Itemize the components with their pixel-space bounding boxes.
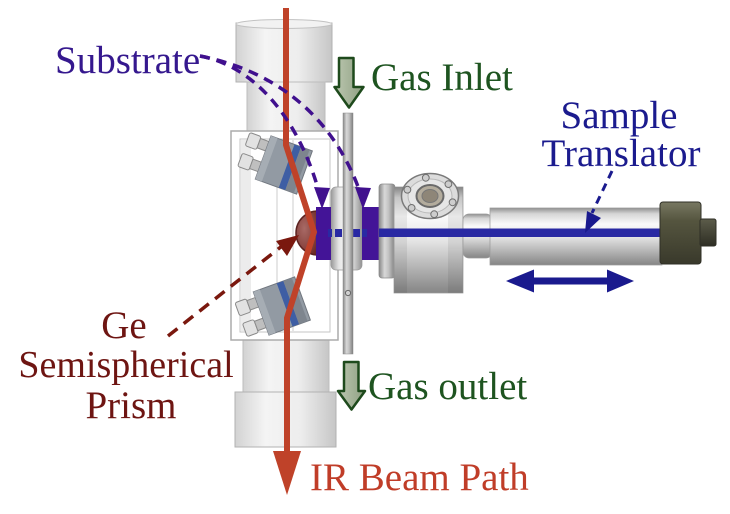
gas-outlet-label: Gas outlet xyxy=(368,365,527,408)
sample-rod-dash xyxy=(335,229,342,237)
sample-rod-dash xyxy=(353,229,360,237)
gas-outlet-arrow-icon xyxy=(336,360,367,411)
translator-knob xyxy=(699,218,717,247)
flange-bolt xyxy=(403,185,412,194)
flange-bolt xyxy=(430,210,439,219)
prism-label-line2: Semispherical xyxy=(18,344,233,386)
substrate-holder-right xyxy=(362,207,379,260)
flange-block-band xyxy=(448,187,463,293)
ir-beam-line xyxy=(283,8,318,453)
sample-rod xyxy=(311,228,669,237)
prism-leader-line xyxy=(166,244,284,338)
translator-leader-line xyxy=(590,170,614,214)
substrate-holder-left xyxy=(316,207,331,260)
sample-translator-label-line1: Sample xyxy=(561,94,678,137)
ir-beam-arrowhead-icon xyxy=(273,451,301,495)
substrate-leader-lines xyxy=(199,54,362,193)
gas-tube xyxy=(342,112,354,355)
ir-beam-path-label: IR Beam Path xyxy=(310,456,529,499)
sample-rod-shaft xyxy=(379,228,669,237)
translation-double-arrow-icon xyxy=(506,269,634,293)
screw-body-band xyxy=(253,289,276,336)
screw-body-band xyxy=(255,135,278,182)
sample-rod-dash xyxy=(328,229,332,237)
gas-inlet-arrow-icon xyxy=(333,56,365,109)
adjustment-screw-bottom xyxy=(234,276,311,337)
substrate-leader-curve xyxy=(199,54,362,193)
prism-arrowhead-icon xyxy=(276,235,299,256)
flange-window-center xyxy=(421,189,439,203)
sample-translator-assembly xyxy=(311,172,717,294)
screw-blue-band xyxy=(276,280,300,327)
prism-label-line3: Prism xyxy=(85,384,176,427)
flange-bolt xyxy=(448,198,457,207)
gas-tube-hole xyxy=(344,289,352,297)
flange-bolt xyxy=(407,204,416,212)
substrate-leader-arrowheads xyxy=(314,187,371,209)
translator-end-cap xyxy=(659,201,702,265)
gas-inlet-label: Gas Inlet xyxy=(371,56,513,99)
screw-body-band xyxy=(285,146,310,194)
gas-tube-pipe xyxy=(342,112,354,355)
optics-box-shade xyxy=(241,140,251,331)
substrate-arrowhead-icon xyxy=(355,187,371,209)
sample-translator-label-line2: Translator xyxy=(542,132,701,175)
flange-block-band xyxy=(394,187,407,293)
translator-arrowhead-icon xyxy=(585,211,601,233)
sample-rod-dash xyxy=(362,229,367,237)
substrate-arrowhead-icon xyxy=(314,187,330,209)
substrate-label: Substrate xyxy=(55,39,200,82)
flange-bolt xyxy=(421,173,430,182)
flange-bolt xyxy=(444,180,453,189)
viewport-flange xyxy=(400,172,460,220)
screw-blue-band xyxy=(278,144,302,191)
prism-label-line1: Ge xyxy=(101,304,146,347)
